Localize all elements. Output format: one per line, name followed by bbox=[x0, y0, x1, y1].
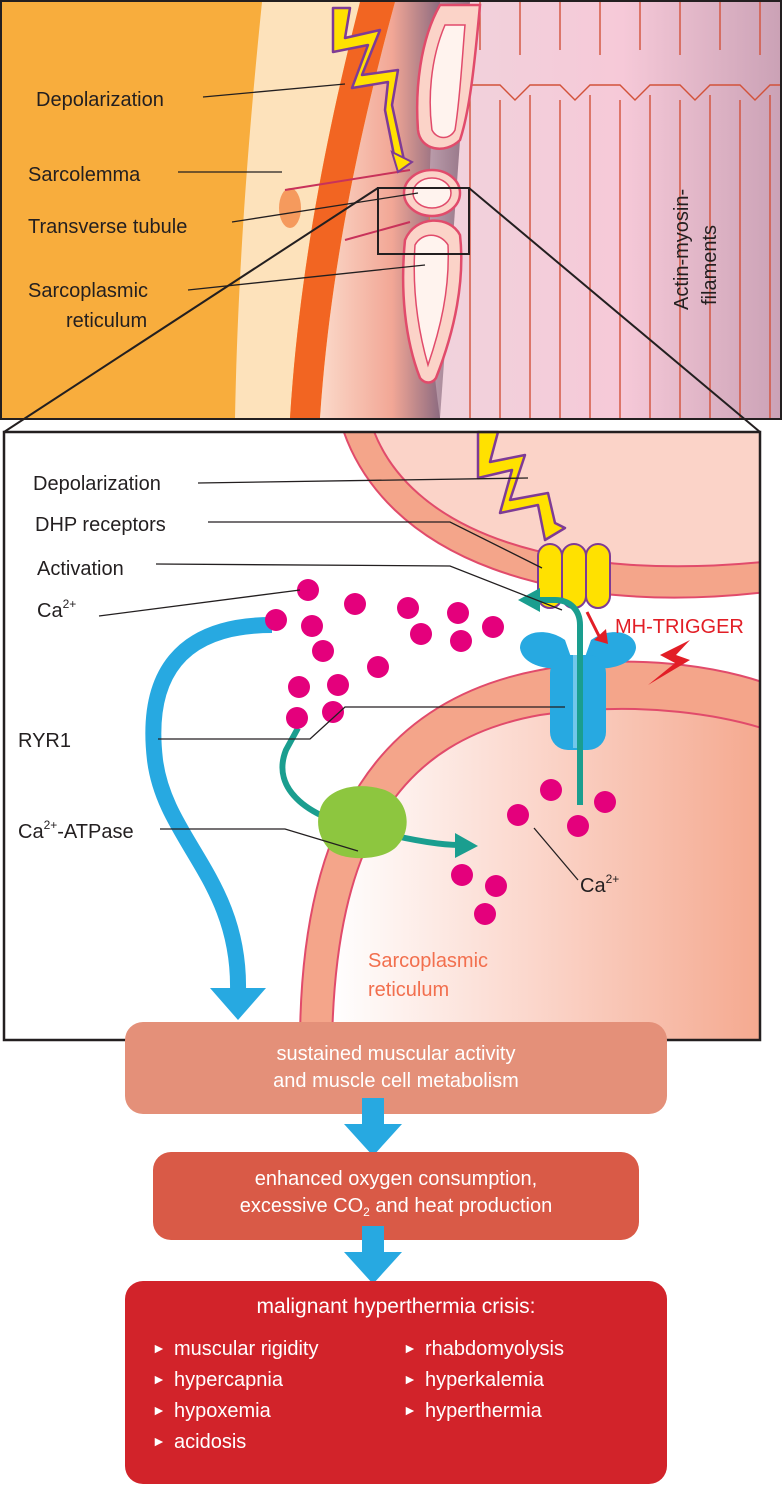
symptom-item: ►muscular rigidity bbox=[152, 1333, 318, 1364]
detail-label-sr-line2: reticulum bbox=[368, 979, 449, 1001]
top-label-filaments: filaments bbox=[699, 225, 721, 305]
bullet-icon: ► bbox=[152, 1433, 166, 1449]
crisis-symptoms-left: ►muscular rigidity ►hypercapnia ►hypoxem… bbox=[152, 1333, 318, 1457]
top-label-sarcoplasmic: Sarcoplasmic bbox=[28, 280, 148, 302]
bullet-icon: ► bbox=[403, 1340, 417, 1356]
blue-flow-arrow bbox=[145, 617, 273, 991]
detail-label-depolarization: Depolarization bbox=[33, 473, 161, 495]
crisis-symptoms-right: ►rhabdomyolysis ►hyperkalemia ►hyperther… bbox=[403, 1333, 564, 1426]
flow-box-sustained-activity: sustained muscular activity and muscle c… bbox=[125, 1022, 667, 1114]
top-label-transverse-tubule: Transverse tubule bbox=[28, 216, 187, 238]
top-label-sarcolemma: Sarcolemma bbox=[28, 164, 141, 186]
detail-label-mh-trigger: MH-TRIGGER bbox=[615, 616, 744, 638]
flow-arrow-2 bbox=[344, 1226, 402, 1284]
nucleus bbox=[279, 188, 301, 228]
mh-trigger-arrow bbox=[585, 611, 602, 639]
calcium-release-arrow bbox=[535, 597, 583, 805]
symptom-item: ►rhabdomyolysis bbox=[403, 1333, 564, 1364]
detail-label-dhp-receptors: DHP receptors bbox=[35, 514, 166, 536]
top-label-reticulum: reticulum bbox=[66, 310, 147, 332]
flow-box-mh-crisis: malignant hyperthermia crisis: ►muscular… bbox=[125, 1281, 667, 1484]
detail-label-ca-atpase: Ca2+-ATPase bbox=[18, 818, 134, 843]
detail-panel-illustration: Depolarization DHP receptors Activation … bbox=[2, 430, 762, 1042]
depolarization-bolt-detail bbox=[476, 430, 567, 542]
bullet-icon: ► bbox=[152, 1402, 166, 1418]
top-panel-illustration: Depolarization Sarcolemma Transverse tub… bbox=[0, 0, 782, 420]
bullet-icon: ► bbox=[403, 1371, 417, 1387]
flow-box1-line2: and muscle cell metabolism bbox=[273, 1070, 519, 1092]
symptom-item: ►acidosis bbox=[152, 1426, 318, 1457]
myofibril-region bbox=[430, 2, 780, 418]
flow-box2-line1: enhanced oxygen consumption, bbox=[254, 1168, 538, 1190]
flow-box1-line1: sustained muscular activity bbox=[276, 1043, 516, 1065]
bullet-icon: ► bbox=[403, 1402, 417, 1418]
detail-label-activation: Activation bbox=[37, 558, 124, 580]
calcium-ions bbox=[265, 579, 616, 925]
zoom-box bbox=[377, 187, 470, 255]
symptom-item: ►hyperkalemia bbox=[403, 1364, 564, 1395]
flow-box2-line2: excessive CO2 and heat production bbox=[239, 1195, 553, 1219]
bullet-icon: ► bbox=[152, 1340, 166, 1356]
mh-trigger-bolt bbox=[648, 640, 690, 685]
ca-atpase-pump bbox=[318, 786, 407, 859]
symptom-item: ►hyperthermia bbox=[403, 1395, 564, 1426]
detail-label-ca: Ca2+ bbox=[37, 597, 76, 622]
zoom-connector bbox=[3, 187, 761, 433]
top-label-depolarization: Depolarization bbox=[36, 89, 164, 111]
dhp-receptor bbox=[537, 543, 611, 609]
flow-box-oxygen-consumption: enhanced oxygen consumption, excessive C… bbox=[153, 1152, 639, 1240]
symptom-item: ►hypercapnia bbox=[152, 1364, 318, 1395]
detail-label-ryr1: RYR1 bbox=[18, 730, 71, 752]
top-label-actin-myosin: Actin-myosin- bbox=[671, 189, 693, 310]
bullet-icon: ► bbox=[152, 1371, 166, 1387]
symptom-item: ►hypoxemia bbox=[152, 1395, 318, 1426]
detail-label-ca-inner: Ca2+ bbox=[580, 872, 619, 897]
crisis-title: malignant hyperthermia crisis: bbox=[256, 1295, 536, 1318]
detail-label-sr-line1: Sarcoplasmic bbox=[368, 950, 488, 972]
flow-arrow-1 bbox=[344, 1098, 402, 1156]
